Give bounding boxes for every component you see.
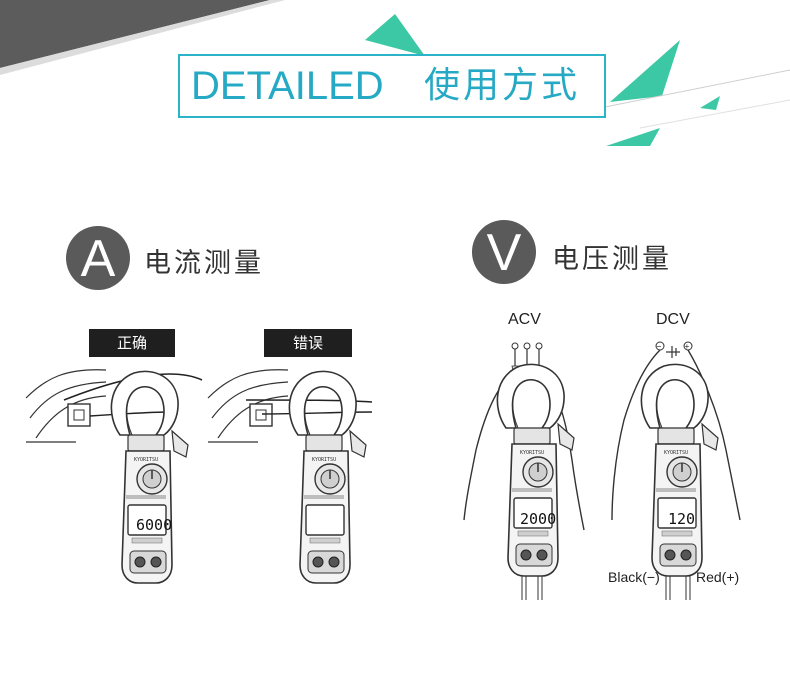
correct-wiring-illustration: 6000 — [25, 369, 203, 584]
accent-line-2 — [639, 99, 790, 129]
dcv-plus-symbol: + — [685, 342, 690, 351]
illustrations: KYORITSU 6000 — [25, 341, 741, 600]
accent-line-1 — [599, 69, 790, 109]
wrong-label: 错误 — [264, 329, 352, 357]
title-chinese: 使用方式 — [424, 65, 581, 106]
wrong-clamp-meter — [288, 370, 367, 584]
acv-clamp-meter — [496, 363, 575, 577]
current-section-title: 电流测量 — [144, 248, 264, 279]
voltage-section-badge: V — [472, 220, 536, 284]
acv-meter-reading: 2000 — [520, 510, 556, 528]
dcv-illustration: − + 120 — [611, 341, 741, 600]
wrong-wiring-illustration — [207, 369, 373, 584]
red-lead-label: Red(+) — [696, 569, 740, 585]
accent-triangle-right — [610, 40, 680, 102]
current-section-badge: A — [66, 226, 130, 290]
corner-light-stripe — [0, 0, 285, 75]
dcv-meter-reading: 120 — [668, 510, 695, 528]
black-lead-label: Black(−) — [608, 569, 660, 585]
accent-triangle-top — [365, 14, 425, 56]
title-english: DETAILED — [191, 64, 384, 108]
dcv-label: DCV — [656, 311, 690, 328]
accent-triangle-bottom — [606, 128, 660, 146]
correct-meter-reading: 6000 — [136, 516, 172, 534]
accent-triangle-small — [700, 96, 720, 110]
voltage-section-title: 电压测量 — [552, 244, 672, 275]
title-frame — [178, 54, 606, 118]
correct-label: 正确 — [89, 329, 175, 357]
acv-label: ACV — [508, 311, 541, 328]
dcv-clamp-meter — [640, 363, 719, 577]
header-decoration — [0, 0, 790, 146]
correct-clamp-meter — [110, 370, 189, 584]
dcv-minus-symbol: − — [657, 342, 662, 351]
acv-illustration: 2000 — [463, 342, 585, 600]
